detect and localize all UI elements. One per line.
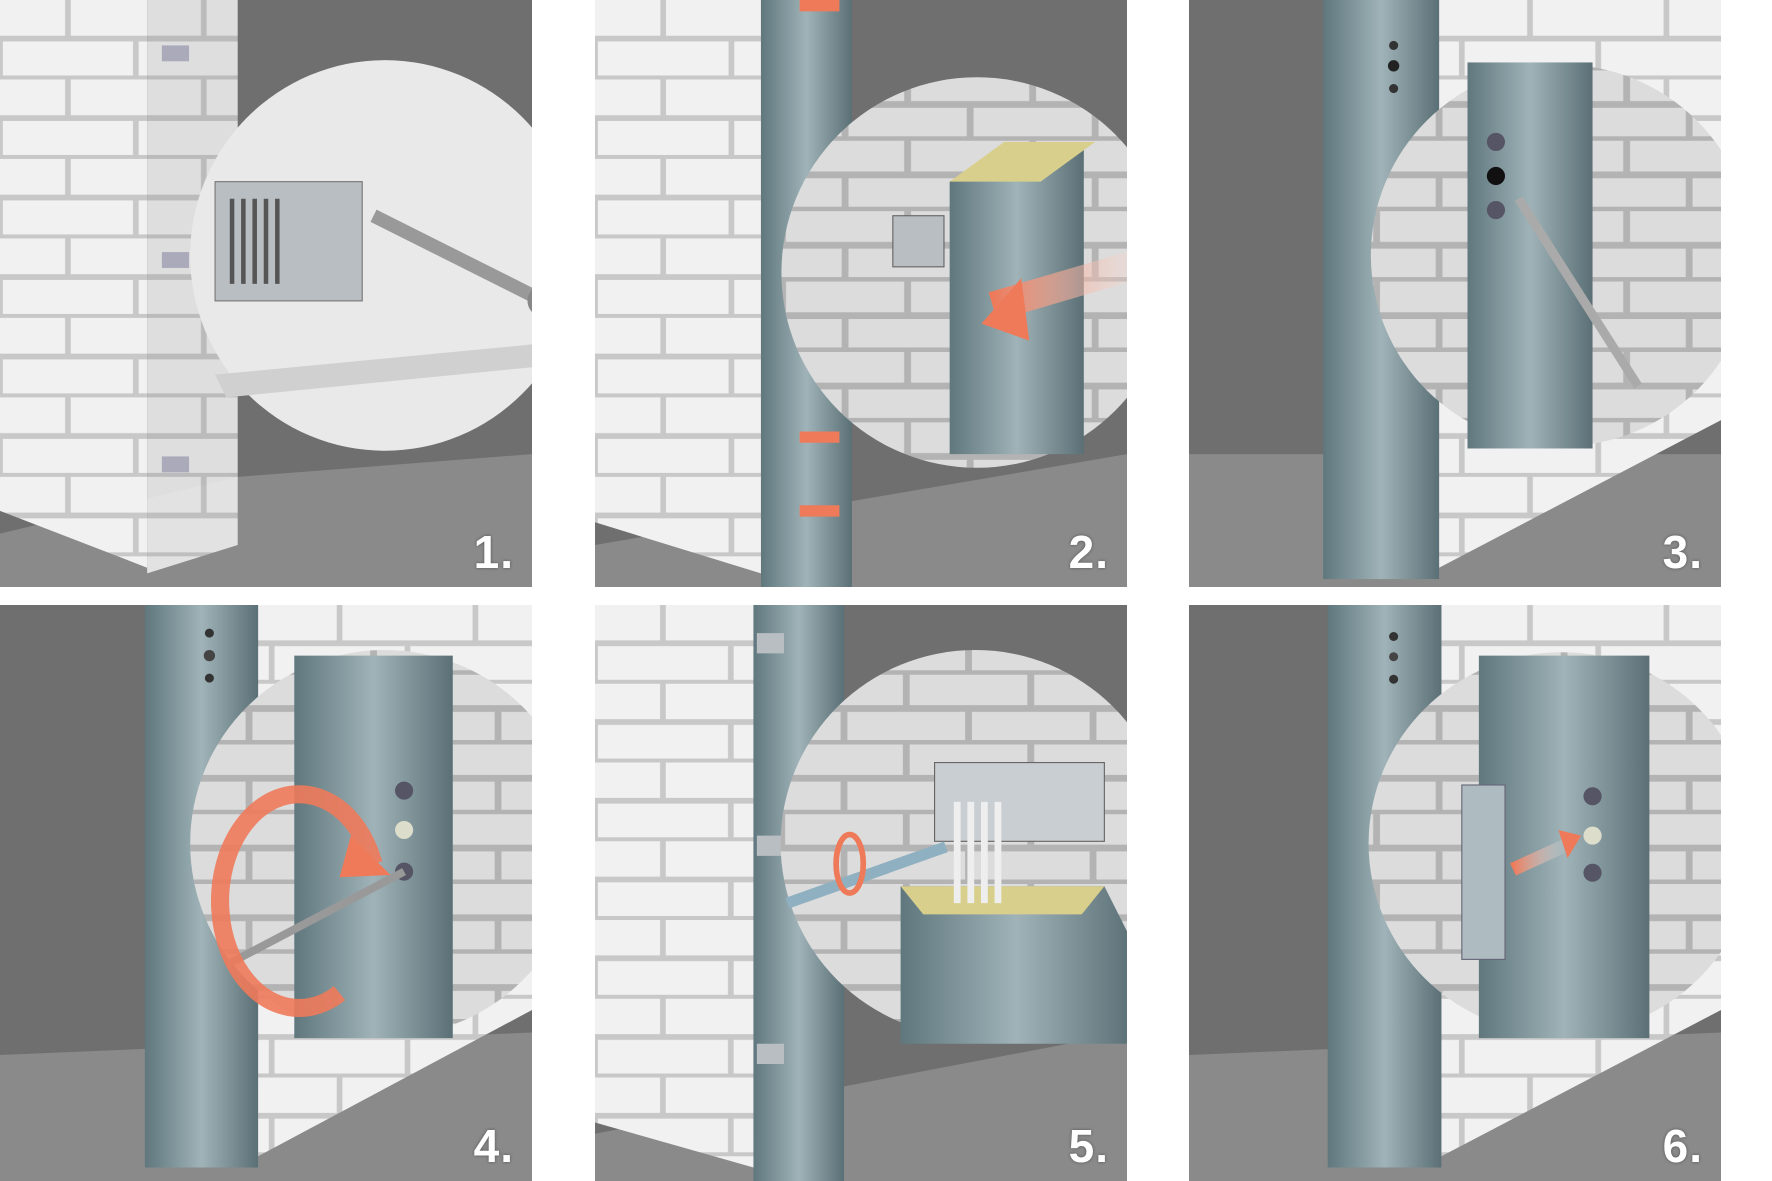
step-number: 1. (473, 526, 514, 578)
step-number: 3. (1662, 526, 1703, 578)
step-2-illustration (595, 0, 1127, 587)
step-number: 5. (1068, 1120, 1109, 1172)
step-2-panel: 2. (595, 0, 1127, 587)
step-number: 4. (473, 1120, 514, 1172)
step-number: 2. (1068, 526, 1109, 578)
step-1-illustration (0, 0, 532, 587)
bracket-icon (161, 45, 190, 62)
step-number: 6. (1662, 1120, 1703, 1172)
step-6-illustration (1189, 605, 1721, 1181)
bracket-detail (934, 761, 1105, 842)
step-6-panel: 6. (1189, 605, 1721, 1181)
rotate-arrow-icon (211, 785, 383, 1017)
screwdriver-icon (224, 868, 406, 969)
cover-cap (1461, 784, 1506, 960)
step-4-panel: 4. (0, 605, 532, 1181)
step-3-panel: 3. (1189, 0, 1721, 587)
screw-icon (1514, 196, 1642, 389)
insulation (949, 141, 1096, 182)
step-4-illustration (0, 605, 532, 1181)
step-1-panel: 1. (0, 0, 532, 587)
step-5-illustration (595, 605, 1127, 1181)
arrow-icon (799, 0, 840, 517)
arrow-icon (1558, 830, 1582, 859)
screw-icon (370, 209, 532, 303)
step-3-illustration (1189, 0, 1721, 587)
step-5-panel: 5. (595, 605, 1127, 1181)
bracket-detail (214, 181, 363, 302)
screwdriver-icon (785, 841, 948, 909)
